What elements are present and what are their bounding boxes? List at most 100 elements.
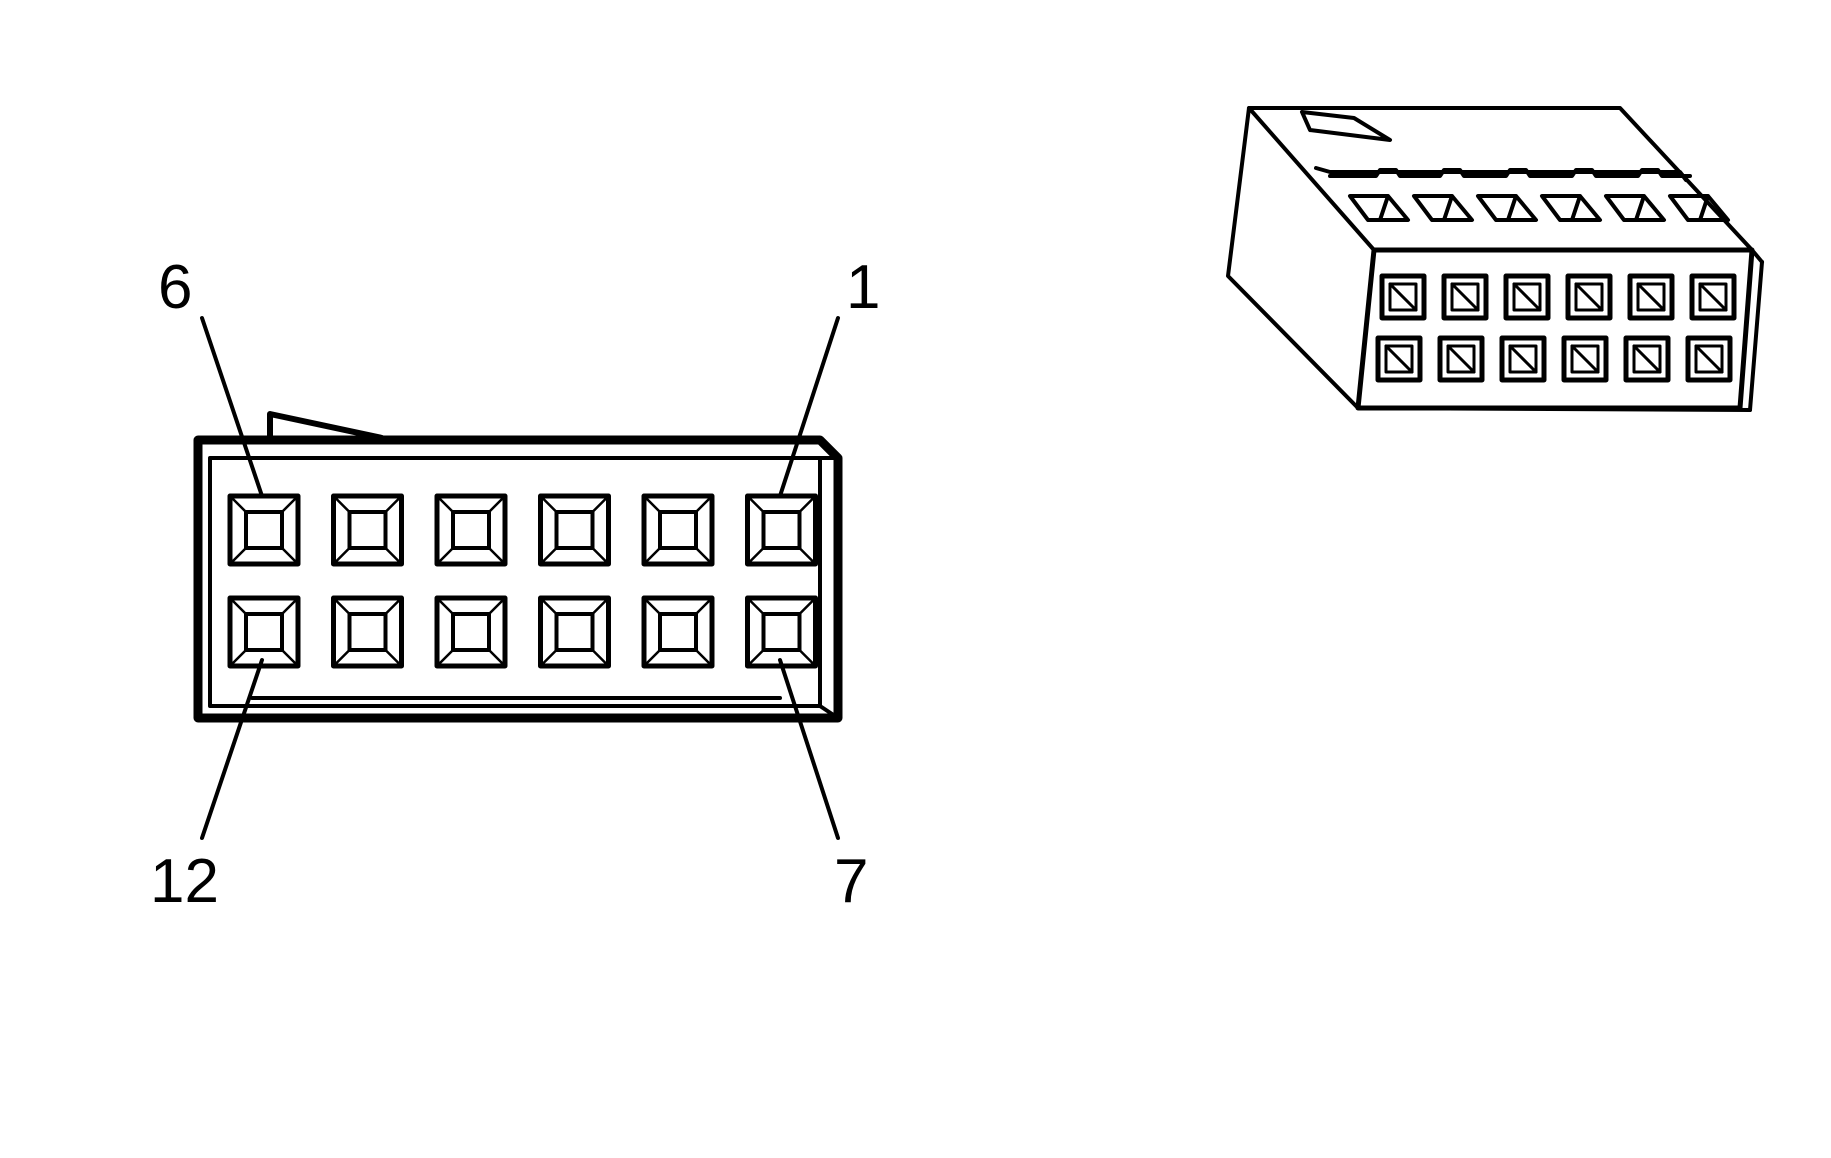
iso-top-ridge-notches xyxy=(1328,168,1692,178)
face-pin-cavity xyxy=(538,493,611,567)
face-pin-cavity xyxy=(331,493,404,567)
face-pin-bevel xyxy=(746,494,817,566)
face-pin-bevel xyxy=(332,494,403,566)
iso-front-edge-bottom xyxy=(1356,406,1752,412)
face-pin-cavity xyxy=(745,595,818,669)
iso-pin-diagonal xyxy=(1384,344,1414,374)
face-pin-bevel xyxy=(332,596,403,668)
iso-top-slot xyxy=(1412,194,1474,222)
iso-pin-cavity xyxy=(1565,273,1613,321)
face-pin-cavity xyxy=(331,595,404,669)
iso-pin-outer xyxy=(1685,335,1733,383)
iso-pin-cavity xyxy=(1689,273,1737,321)
face-pin-inner xyxy=(658,612,698,652)
face-pin-inner xyxy=(244,612,284,652)
iso-front-edge-right-2 xyxy=(1748,260,1764,412)
face-pin-inner xyxy=(451,510,491,550)
face-pin-inner xyxy=(554,612,595,652)
pin-label-6: 6 xyxy=(158,253,192,322)
iso-top-slot xyxy=(1668,194,1730,222)
face-pin-bevel xyxy=(228,596,300,668)
iso-pin-outer xyxy=(1503,273,1551,321)
iso-pin-inner xyxy=(1694,344,1724,374)
iso-pin-outer xyxy=(1623,335,1671,383)
iso-pin-outer xyxy=(1379,273,1427,321)
iso-top-slot xyxy=(1348,194,1410,222)
iso-pin-diagonal xyxy=(1508,344,1538,374)
iso-pin-inner xyxy=(1632,344,1662,374)
face-pin-cavity xyxy=(641,595,715,669)
iso-pin-diagonal xyxy=(1446,344,1476,374)
iso-pin-cavity xyxy=(1437,335,1485,383)
pin-label-1: 1 xyxy=(846,253,880,322)
iso-pin-outer xyxy=(1689,273,1737,321)
iso-pin-outer xyxy=(1561,335,1609,383)
face-pin-bevel xyxy=(539,596,610,668)
leader-line-pin-7 xyxy=(778,658,840,840)
iso-pin-cavity xyxy=(1623,335,1671,383)
face-pin-cavity xyxy=(227,493,301,567)
face-pin-outer xyxy=(538,493,611,567)
face-pin-cavity xyxy=(641,493,715,567)
face-pin-bevel xyxy=(228,494,300,566)
leader-line-pin-1 xyxy=(778,316,840,498)
face-pin-bevel xyxy=(642,494,714,566)
iso-pin-inner xyxy=(1388,282,1418,312)
iso-pin-outer xyxy=(1627,273,1675,321)
iso-front-edge-right xyxy=(1750,248,1764,264)
face-pin-outer xyxy=(641,595,715,669)
iso-top-slot xyxy=(1604,194,1666,222)
face-pin-outer xyxy=(331,493,404,567)
pin-label-12: 12 xyxy=(150,847,219,916)
iso-pin-inner xyxy=(1574,282,1604,312)
face-pin-outer xyxy=(641,493,715,567)
face-pin-cavity xyxy=(434,595,508,669)
leader-line-pin-12 xyxy=(200,658,264,840)
iso-pin-inner xyxy=(1698,282,1728,312)
iso-pin-diagonal xyxy=(1574,282,1604,312)
face-pin-bevel xyxy=(435,494,507,566)
iso-pin-inner xyxy=(1570,344,1600,374)
iso-pin-cavity xyxy=(1627,273,1675,321)
iso-pin-cavity xyxy=(1375,335,1423,383)
connector-latch xyxy=(267,411,385,441)
iso-pin-inner xyxy=(1446,344,1476,374)
iso-top-slot xyxy=(1476,194,1538,222)
iso-latch xyxy=(1300,110,1392,142)
face-pin-outer xyxy=(434,493,508,567)
face-pin-bevel xyxy=(642,596,714,668)
iso-pin-diagonal xyxy=(1632,344,1662,374)
face-pin-cavity xyxy=(227,595,301,669)
face-pin-bevel xyxy=(539,494,610,566)
connector-face-view: 6 1 12 7 xyxy=(150,253,880,916)
face-pin-grid xyxy=(227,493,818,669)
iso-top-slot xyxy=(1540,194,1602,222)
iso-pin-diagonal xyxy=(1694,344,1724,374)
iso-pin-inner xyxy=(1450,282,1480,312)
iso-pin-outer xyxy=(1437,335,1485,383)
iso-pin-diagonal xyxy=(1512,282,1542,312)
iso-pin-diagonal xyxy=(1636,282,1666,312)
face-pin-inner xyxy=(347,612,388,652)
iso-pin-cavity xyxy=(1379,273,1427,321)
connector-housing-inner xyxy=(208,456,840,720)
leader-line-pin-6 xyxy=(200,316,264,498)
face-pin-cavity xyxy=(745,493,818,567)
iso-pin-cavity xyxy=(1441,273,1489,321)
face-pin-outer xyxy=(538,595,611,669)
iso-pin-diagonal xyxy=(1570,344,1600,374)
face-pin-inner xyxy=(761,612,802,652)
iso-pin-grid xyxy=(1375,273,1737,383)
iso-top-slot-row xyxy=(1348,194,1730,222)
iso-pin-diagonal xyxy=(1388,282,1418,312)
iso-pin-cavity xyxy=(1499,335,1547,383)
face-pin-bevel xyxy=(746,596,817,668)
iso-pin-cavity xyxy=(1503,273,1551,321)
pin-label-7: 7 xyxy=(834,847,868,916)
iso-pin-inner xyxy=(1384,344,1414,374)
iso-pin-diagonal xyxy=(1698,282,1728,312)
face-pin-cavity xyxy=(538,595,611,669)
iso-pin-inner xyxy=(1508,344,1538,374)
connector-isometric-view xyxy=(1226,106,1764,412)
